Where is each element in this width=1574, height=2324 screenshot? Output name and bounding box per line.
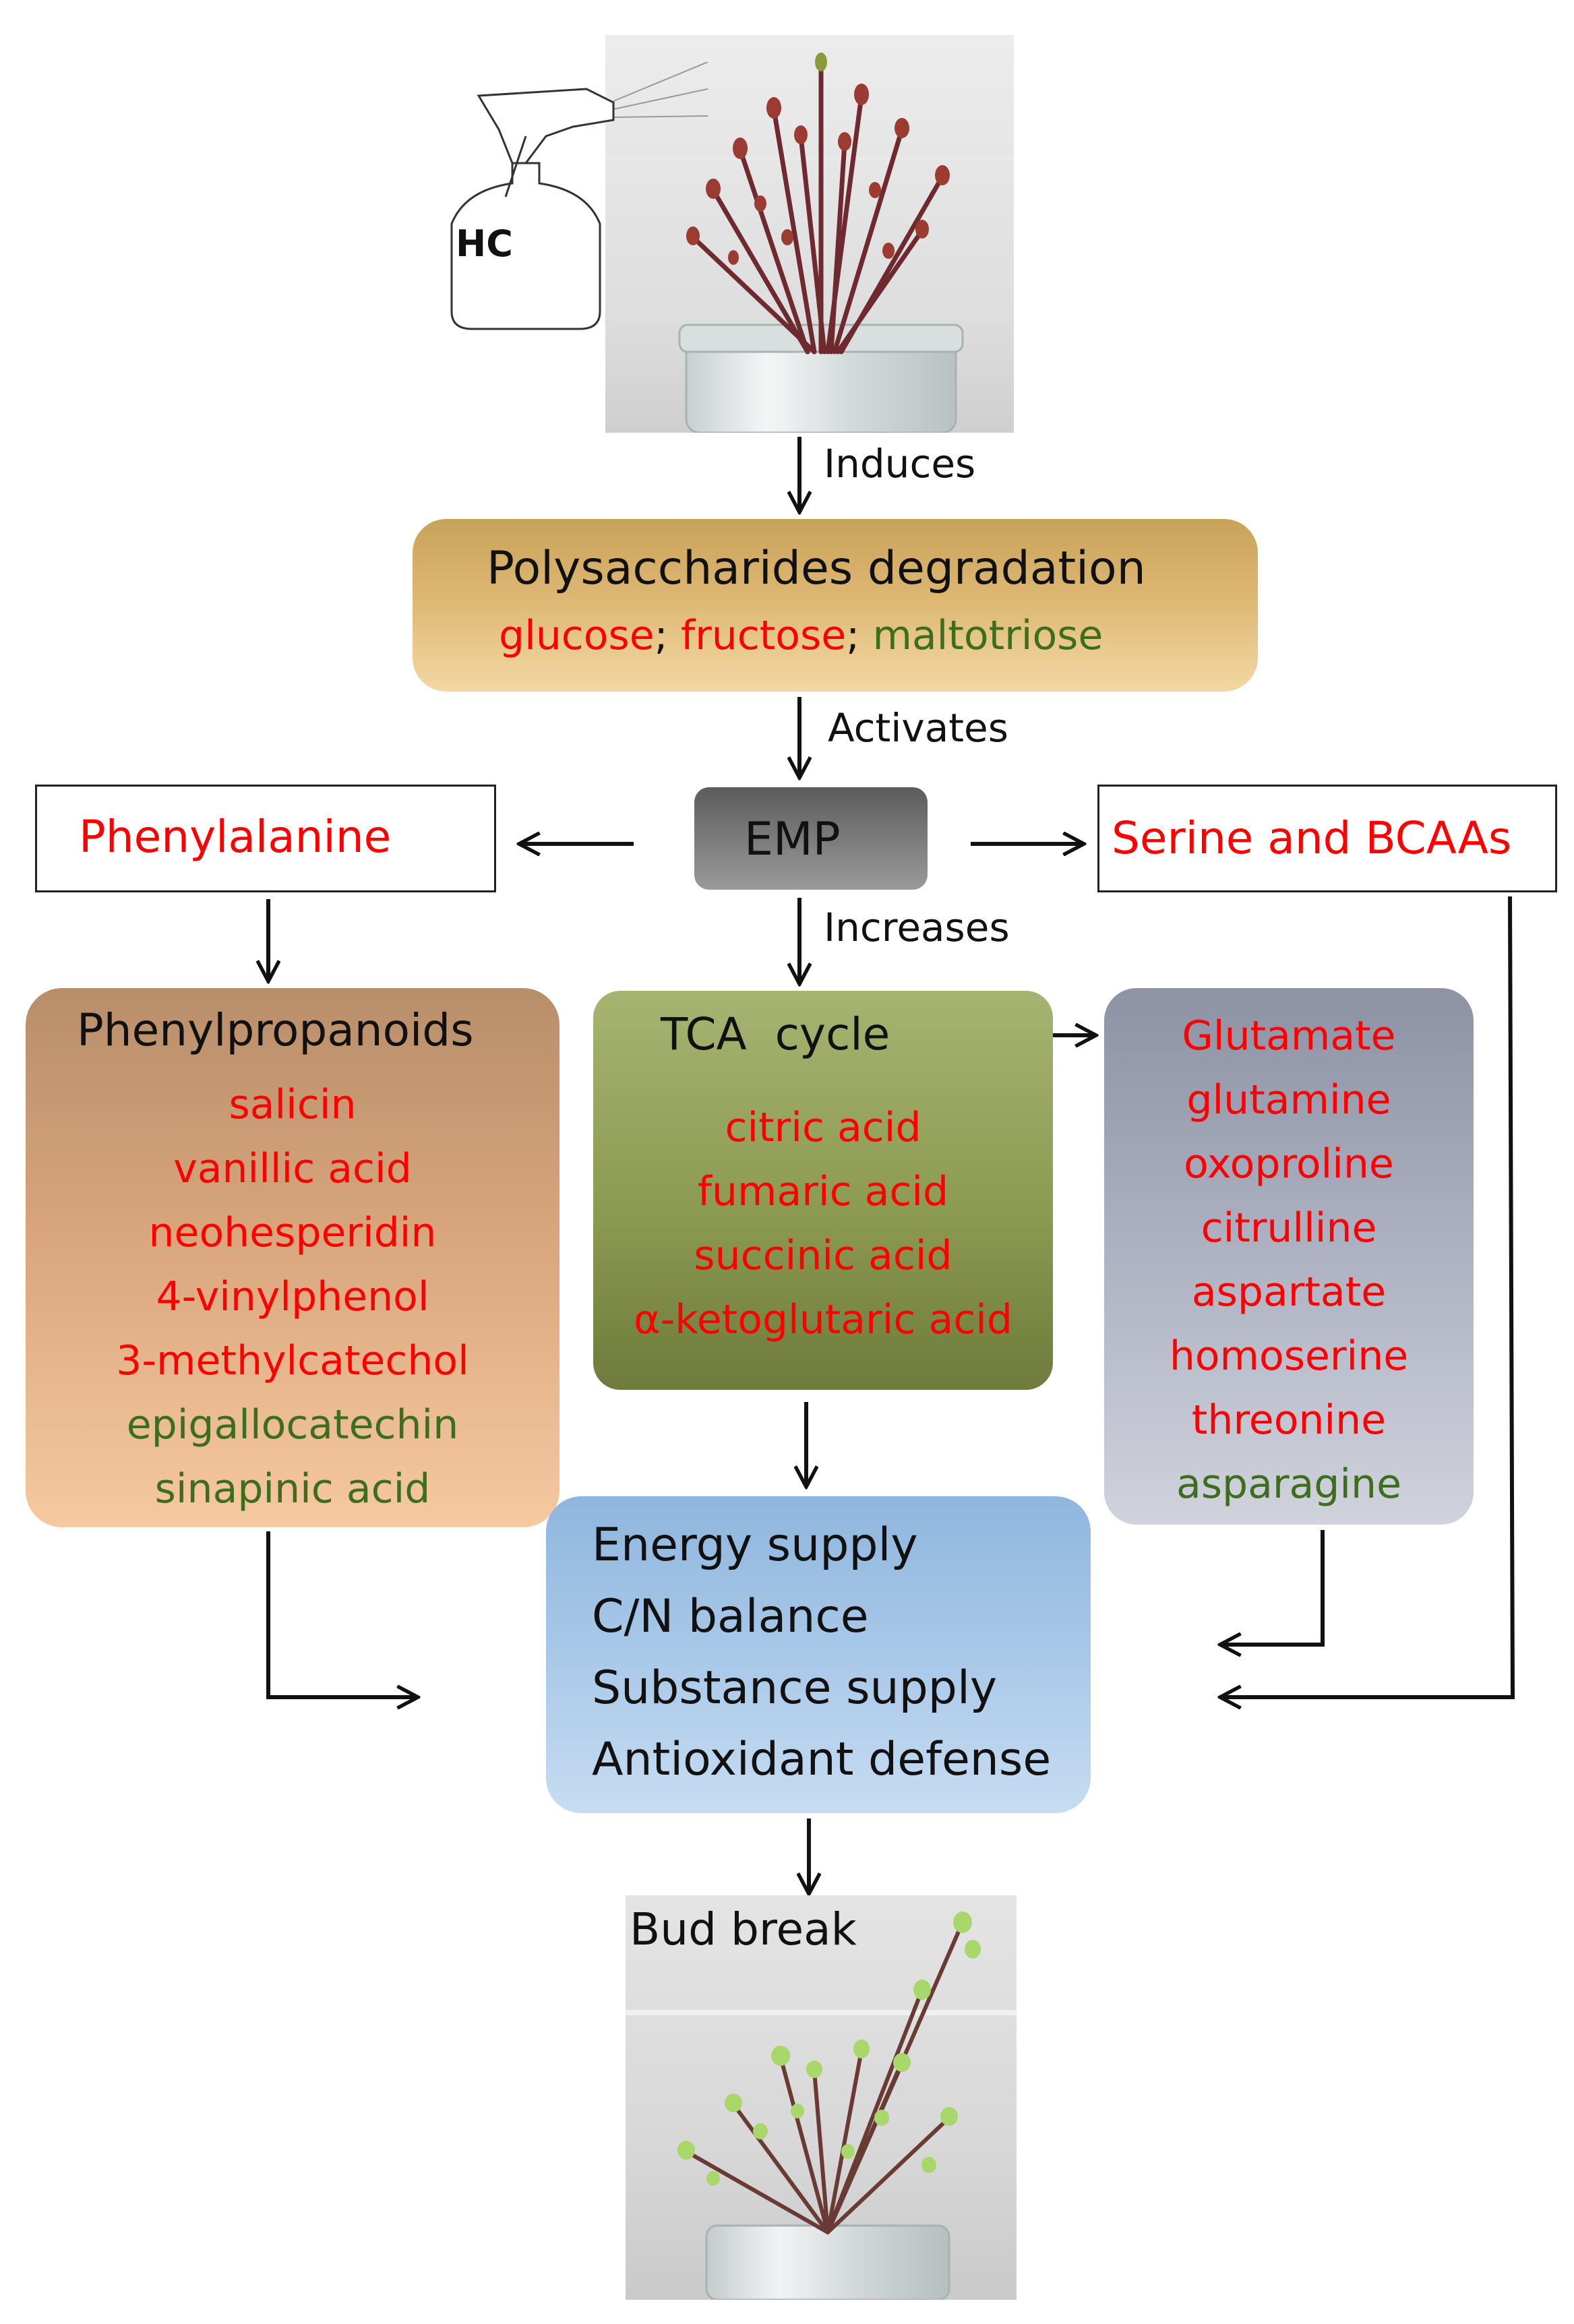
tca-cycle-box: TCA cycle citric acid fumaric acid succi… [593,991,1053,1390]
metabolite-item: sinapinic acid [154,1465,431,1512]
phenylpropanoids-list: salicin vanillic acid neohesperidin 4-vi… [26,1073,559,1521]
emp-label: EMP [744,813,841,866]
phenylpropanoids-box: Phenylpropanoids salicin vanillic acid n… [26,988,559,1527]
emp-box: EMP [694,787,928,890]
outcome-item: Antioxidant defense [592,1733,1052,1786]
polysaccharides-degradation-box: Polysaccharides degradation glucose; fru… [413,519,1258,692]
outcomes-box: Energy supply C/N balance Substance supp… [546,1496,1091,1813]
outcome-item: Energy supply [592,1519,918,1572]
sugar-separator: ; [846,612,860,659]
arrow-phenylpropanoids-to-energy [266,1531,418,1697]
metabolite-item: glutamine [1186,1076,1391,1124]
metabolite-item: fumaric acid [697,1168,949,1215]
metabolite-item: homoserine [1169,1333,1409,1380]
tca-title: TCA cycle [661,1008,890,1060]
phenylpropanoids-title: Phenylpropanoids [77,1004,474,1056]
spray-bottle-icon [450,62,708,330]
sugar-glucose: glucose [499,612,655,659]
serine-bcaas-box: Serine and BCAAs [1097,785,1557,892]
arrow-amino-to-energy [1220,1530,1325,1645]
metabolite-item: succinic acid [694,1232,952,1279]
metabolite-item: neohesperidin [148,1209,437,1256]
bud-break-label: Bud break [630,1903,857,1955]
metabolite-item: citric acid [725,1104,921,1151]
metabolite-item: α-ketoglutaric acid [634,1296,1012,1343]
metabolite-item: asparagine [1176,1461,1401,1508]
outcome-item: C/N balance [592,1590,869,1643]
edge-label-induces: Induces [824,441,976,487]
sugar-separator: ; [654,612,668,659]
sugar-maltotriose: maltotriose [872,612,1103,659]
metabolite-item: aspartate [1191,1268,1387,1316]
outcomes-list: Energy supply C/N balance Substance supp… [592,1510,1051,1796]
metabolite-item: oxoproline [1184,1140,1394,1188]
polysaccharides-items: glucose; fructose; maltotriose [499,612,1103,659]
outcome-item: Substance supply [592,1661,998,1715]
phenylalanine-label: Phenylalanine [79,811,392,863]
amino-acids-box: Glutamate glutamine oxoproline citrullin… [1104,988,1474,1525]
metabolite-item: Glutamate [1182,1012,1396,1060]
arrow-serine-to-energy [1220,896,1515,1697]
sugar-fructose: fructose [680,612,847,659]
serine-bcaas-label: Serine and BCAAs [1112,812,1512,864]
polysaccharides-title: Polysaccharides degradation [487,542,1146,595]
edge-label-increases: Increases [824,905,1010,950]
bud-break-photo: Bud break [626,1895,1017,2300]
edge-label-activates: Activates [828,705,1008,751]
metabolite-item: 3-methylcatechol [116,1337,469,1384]
metabolite-item: vanillic acid [173,1145,412,1192]
sprayer-label: HC [456,222,513,265]
phenylalanine-box: Phenylalanine [35,785,496,892]
metabolite-item: citrulline [1201,1204,1377,1252]
metabolite-item: 4-vinylphenol [156,1273,429,1320]
metabolite-item: salicin [229,1081,357,1128]
dormant-branches-photo [605,35,1014,433]
metabolite-item: threonine [1191,1397,1387,1444]
metabolite-item: epigallocatechin [126,1401,459,1448]
amino-acids-list: Glutamate glutamine oxoproline citrullin… [1104,1004,1474,1517]
tca-list: citric acid fumaric acid succinic acid α… [593,1096,1053,1352]
